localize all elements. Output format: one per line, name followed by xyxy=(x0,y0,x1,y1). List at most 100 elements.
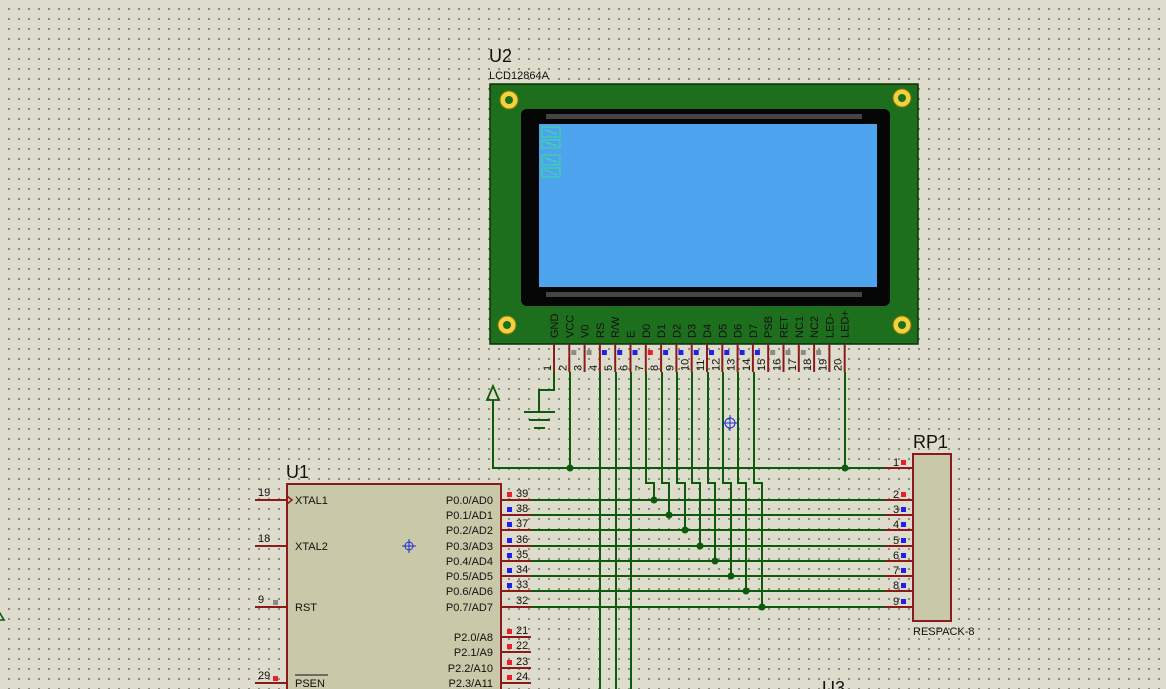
lcd-pin-name: E xyxy=(626,331,638,338)
mcu-pin-name: XTAL2 xyxy=(295,541,328,553)
pin-state-marker xyxy=(901,553,906,558)
lcd-screen xyxy=(539,124,877,287)
pin-state-marker xyxy=(754,350,760,355)
respack-pin-number: 1 xyxy=(893,457,899,469)
pin-state-marker xyxy=(507,538,512,543)
lcd-pin-number: 18 xyxy=(802,359,814,371)
lcd-ref-label: U2 xyxy=(489,46,512,66)
lcd-pin-name: LED- xyxy=(824,313,836,338)
clock-input-marker xyxy=(286,495,294,505)
lcd-pin-name: VCC xyxy=(564,315,576,338)
mcu-pin-number: 9 xyxy=(258,594,264,606)
lcd-pin-number: 17 xyxy=(787,359,799,371)
mcu-pin-number: 23 xyxy=(516,656,528,668)
pin-state-marker xyxy=(785,350,791,355)
power-terminal-icon[interactable] xyxy=(485,383,501,401)
lcd-pin-name: RS xyxy=(595,323,607,338)
lcd-bezel-highlight-bottom xyxy=(546,292,862,297)
pin-state-marker xyxy=(678,350,684,355)
respack-pin-number: 5 xyxy=(893,535,899,547)
lcd-pin-number: 15 xyxy=(756,359,768,371)
pin-state-marker xyxy=(507,553,512,558)
wires[interactable] xyxy=(492,372,900,689)
respack-pin-number: 4 xyxy=(893,519,899,531)
mcu-right-pins[interactable]: 39P0.0/AD038P0.1/AD137P0.2/AD236P0.3/AD3… xyxy=(446,488,531,689)
lcd-pin-name: PSB xyxy=(763,316,775,338)
lcd-pin-name: D6 xyxy=(733,324,745,338)
lcd-pin-number: 10 xyxy=(680,359,692,371)
pin-state-marker xyxy=(507,675,512,680)
ground-icon[interactable] xyxy=(524,411,555,429)
pin-state-marker xyxy=(901,507,906,512)
lcd-pin-name: GND xyxy=(549,314,561,339)
mcu-pin-number: 38 xyxy=(516,503,528,515)
pin-state-marker xyxy=(770,350,776,355)
pin-state-marker xyxy=(901,492,906,497)
pin-state-marker xyxy=(507,660,512,665)
pin-state-marker xyxy=(739,350,745,355)
lcd-pin-number: 11 xyxy=(695,360,707,371)
lcd-pin-name: V0 xyxy=(580,325,592,338)
pin-state-marker xyxy=(507,522,512,527)
pin-state-marker xyxy=(816,350,822,355)
lcd-pin-name: LED+ xyxy=(840,310,852,338)
respack-pin-number: 2 xyxy=(893,489,899,501)
lcd-pin-number: 2 xyxy=(557,365,569,371)
lcd-pin-number: 16 xyxy=(772,359,784,371)
pin-state-marker xyxy=(601,350,607,355)
lcd-pin-name: R/W xyxy=(610,316,622,338)
lcd-pin-number: 4 xyxy=(588,365,600,371)
mcu-pin-number: 29 xyxy=(258,670,270,682)
pin-state-marker xyxy=(273,676,278,681)
pin-state-marker xyxy=(507,492,512,497)
lcd-pin-name: D2 xyxy=(671,324,683,338)
mcu-pin-name: P2.1/A9 xyxy=(454,647,493,659)
mcu-pin-number: 18 xyxy=(258,533,270,545)
mcu-body xyxy=(286,483,502,689)
pin-state-marker xyxy=(507,583,512,588)
mcu-pin-name: P2.0/A8 xyxy=(454,632,493,644)
lcd-pin-name: D3 xyxy=(687,324,699,338)
power-terminal-icon xyxy=(0,611,6,621)
mcu-pin-name: P0.1/AD1 xyxy=(446,510,493,522)
junction-dots xyxy=(566,464,849,611)
mcu-pin-name: P0.6/AD6 xyxy=(446,586,493,598)
pin-state-marker xyxy=(507,568,512,573)
mcu-ref-label: U1 xyxy=(286,462,309,482)
mcu-pin-name: RST xyxy=(295,602,317,614)
pin-state-marker xyxy=(273,600,278,605)
lcd-pin-name: RET xyxy=(779,316,791,338)
pin-state-marker xyxy=(507,644,512,649)
lcd-pin-number: 12 xyxy=(710,359,722,371)
pin-state-marker xyxy=(617,350,623,355)
lcd-pin-number: 19 xyxy=(817,359,829,371)
pin-state-marker xyxy=(901,583,906,588)
mcu-pin-name: P0.0/AD0 xyxy=(446,495,493,507)
lcd-pin-name: NC2 xyxy=(809,316,821,338)
respack-part-label: RESPACK-8 xyxy=(913,626,975,638)
mcu-pin-number: 34 xyxy=(516,564,528,576)
mcu-pin-name: P0.5/AD5 xyxy=(446,571,493,583)
mounting-hole-icon xyxy=(497,88,912,335)
lcd-pin-name: D7 xyxy=(748,324,760,338)
origin-marker-icon xyxy=(402,539,416,553)
mcu-pin-number: 36 xyxy=(516,534,528,546)
lcd-pin-number: 6 xyxy=(619,365,631,371)
mcu-pin-number: 22 xyxy=(516,640,528,652)
lcd-pin-name: NC1 xyxy=(794,316,806,338)
lcd-pin-number: 9 xyxy=(664,365,676,371)
lcd-pin-number: 1 xyxy=(542,365,554,371)
pin-state-marker xyxy=(663,350,669,355)
lcd-glyphs xyxy=(541,126,561,178)
pin-state-marker xyxy=(586,350,592,355)
mcu-pin-number: 19 xyxy=(258,487,270,499)
lcd-pin-name: D4 xyxy=(702,324,714,338)
